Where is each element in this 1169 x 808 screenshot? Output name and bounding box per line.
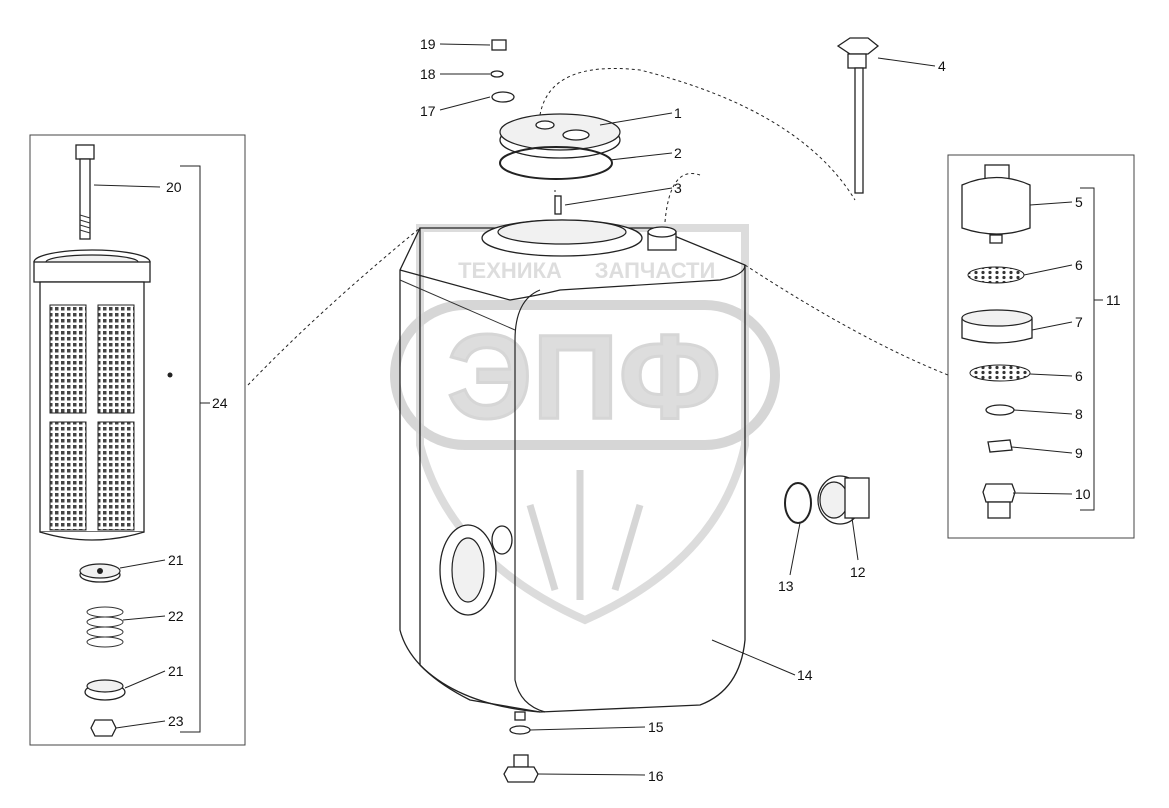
kit-bracket-24 [180, 165, 201, 733]
callout-18: 18 [420, 66, 436, 82]
breather-cap [961, 164, 1031, 244]
callout-5: 5 [1075, 194, 1083, 210]
callout-23: 23 [168, 713, 184, 729]
spring-seat-top [79, 563, 121, 583]
callout-6-lower: 6 [1075, 368, 1083, 384]
callout-2: 2 [674, 145, 682, 161]
filter-bolt [75, 144, 95, 240]
callout-15: 15 [648, 719, 664, 735]
callout-20: 20 [166, 179, 182, 195]
filter-element [33, 249, 173, 541]
callout-11: 11 [1106, 292, 1121, 308]
leader-lines [93, 43, 1103, 776]
callout-21-lower: 21 [168, 663, 184, 679]
ring-9 [987, 439, 1013, 453]
breather-kit-frame [947, 154, 1135, 539]
callout-1: 1 [674, 105, 682, 121]
washer-18 [490, 70, 504, 78]
fitting-10 [982, 483, 1016, 519]
filter-insert [961, 309, 1033, 344]
watermark: ЭПФ ТЕХНИКА ЗАПЧАСТИ [390, 224, 780, 625]
callout-labels: 1 2 3 4 5 6 7 6 8 9 10 11 12 13 14 15 16… [166, 36, 1121, 784]
mesh-disc-lower [969, 364, 1031, 382]
fuel-tank [399, 219, 746, 721]
callout-12: 12 [850, 564, 866, 580]
callout-22: 22 [168, 608, 184, 624]
callout-6-upper: 6 [1075, 257, 1083, 273]
watermark-line2: ЗАПЧАСТИ [595, 258, 716, 283]
callout-3: 3 [674, 180, 682, 196]
nut-19 [491, 39, 507, 51]
callout-17: 17 [420, 103, 436, 119]
nut [90, 719, 117, 737]
stud [554, 195, 562, 215]
callout-10: 10 [1075, 486, 1091, 502]
callout-9: 9 [1075, 445, 1083, 461]
washer-17 [491, 91, 515, 103]
watermark-logo: ЭПФ [447, 310, 721, 444]
spring [86, 606, 124, 648]
washer-8 [985, 404, 1015, 416]
filler-cover [499, 113, 621, 159]
filter-kit-frame [29, 134, 246, 746]
dipstick [836, 37, 880, 194]
fitting-16 [503, 754, 539, 783]
callout-16: 16 [648, 768, 664, 784]
spring-seat-bottom [84, 679, 126, 701]
kit-bracket-11 [1080, 187, 1095, 511]
o-ring [784, 482, 812, 524]
washer-15 [509, 725, 531, 735]
gasket [499, 146, 613, 180]
callout-13: 13 [778, 578, 794, 594]
drain-plug [817, 475, 870, 525]
callout-19: 19 [420, 36, 436, 52]
watermark-line1: ТЕХНИКА [458, 258, 562, 283]
mesh-disc-upper [967, 266, 1025, 284]
callout-24: 24 [212, 395, 228, 411]
callout-7: 7 [1075, 314, 1083, 330]
callout-4: 4 [938, 58, 946, 74]
callout-14: 14 [797, 667, 813, 683]
callout-21-upper: 21 [168, 552, 184, 568]
callout-8: 8 [1075, 406, 1083, 422]
